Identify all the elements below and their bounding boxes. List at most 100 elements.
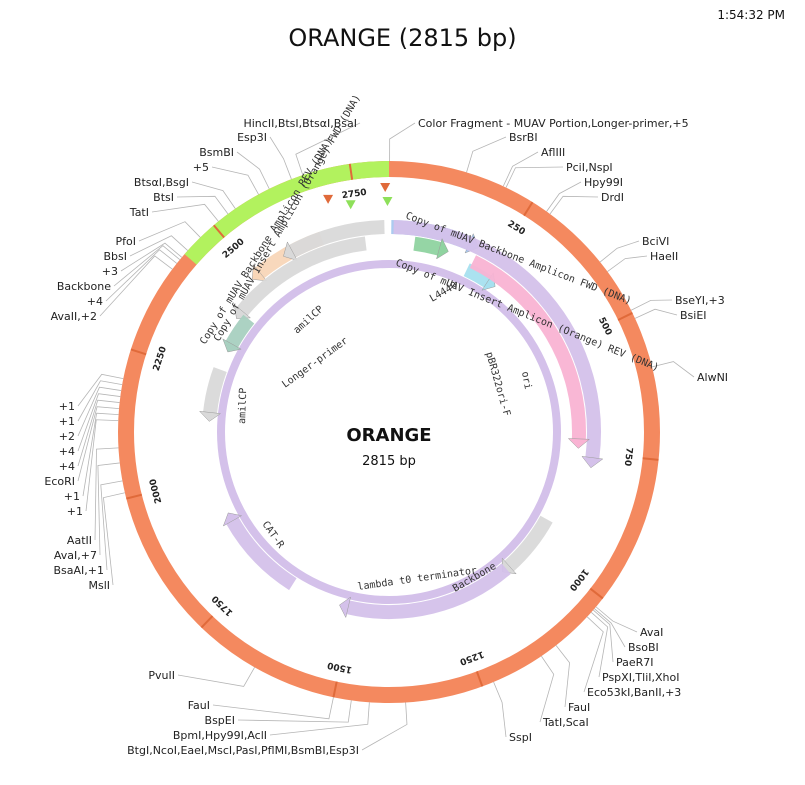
site-label-btsai-bsgi[interactable]: BtsαI,BsgI xyxy=(134,176,189,189)
site-label-drdi[interactable]: DrdI xyxy=(601,191,624,204)
feature-arrowhead-12 xyxy=(222,512,243,527)
site-label-plus1-d[interactable]: +1 xyxy=(59,400,75,413)
feature-2[interactable] xyxy=(236,236,367,316)
site-label-hincii[interactable]: HincII,BtsI,BtsαI,BsaI xyxy=(243,117,357,130)
site-label-bcivi[interactable]: BciVI xyxy=(642,235,669,248)
site-label-bbsi[interactable]: BbsI xyxy=(103,250,127,263)
leader-line xyxy=(99,255,173,317)
site-label-faui[interactable]: FauI xyxy=(568,701,590,714)
site-label-bpmi[interactable]: BpmI,Hpy99I,AclI xyxy=(173,729,267,742)
feature-7[interactable] xyxy=(413,236,442,256)
site-label-pfoi[interactable]: PfoI xyxy=(116,235,136,248)
site-label-tati[interactable]: TatI xyxy=(129,206,149,219)
marker-insert-rev[interactable] xyxy=(382,197,393,207)
leader-line xyxy=(77,393,121,452)
leader-line xyxy=(599,240,640,263)
site-label-plus3[interactable]: +3 xyxy=(102,265,118,278)
site-label-esp3i[interactable]: Esp3I xyxy=(237,131,267,144)
site-label-plus4-c[interactable]: +4 xyxy=(87,295,103,308)
feature-6[interactable] xyxy=(393,220,601,459)
leader-line xyxy=(129,235,189,257)
site-label-avai-7[interactable]: AvaI,+7 xyxy=(54,549,97,562)
site-label-avai[interactable]: AvaI xyxy=(640,626,663,639)
site-label-bsaai[interactable]: BsaAI,+1 xyxy=(54,564,105,577)
site-label-avaii[interactable]: AvaII,+2 xyxy=(51,310,97,323)
site-label-plus2[interactable]: +2 xyxy=(59,430,75,443)
leader-line xyxy=(493,681,507,738)
leader-line xyxy=(97,462,120,556)
site-label-bseyi[interactable]: BseYI,+3 xyxy=(675,294,725,307)
site-label-plus1-a[interactable]: +1 xyxy=(67,505,83,518)
site-label-msli[interactable]: MslI xyxy=(88,579,110,592)
label-ori: ori xyxy=(519,371,533,391)
feature-arrowhead-9 xyxy=(567,438,591,449)
site-label-plus1-c[interactable]: +1 xyxy=(59,415,75,428)
ruler-tick-2000 xyxy=(126,493,143,500)
ruler-tick-2750 xyxy=(348,163,354,180)
site-label-bsmbi[interactable]: BsmBI xyxy=(199,146,234,159)
feature-10[interactable] xyxy=(504,515,553,572)
leader-line xyxy=(120,242,183,272)
leader-line xyxy=(237,700,352,723)
feature-arrows[interactable] xyxy=(198,183,604,619)
leader-line xyxy=(212,697,334,720)
marker-backbone-rev[interactable] xyxy=(323,194,334,204)
site-label-plus4-a[interactable]: +4 xyxy=(59,460,75,473)
site-label-btsi[interactable]: BtsI xyxy=(153,191,174,204)
leader-line xyxy=(176,195,229,215)
leader-line xyxy=(211,166,259,195)
site-label-ecori[interactable]: EcoRI xyxy=(44,475,75,488)
site-label-faui-2[interactable]: FauI xyxy=(188,699,210,712)
leader-line xyxy=(103,492,125,586)
site-label-pcii[interactable]: PciI,NspI xyxy=(566,161,613,174)
site-label-bsobi[interactable]: BsoBI xyxy=(628,641,659,654)
leader-line xyxy=(269,136,292,180)
page-title: ORANGE (2815 bp) xyxy=(288,24,517,52)
ruler-tick-2500 xyxy=(213,224,225,239)
site-label-bsiei[interactable]: BsiEI xyxy=(680,309,707,322)
leader-line xyxy=(77,386,122,437)
leader-line xyxy=(269,702,370,736)
feature-11[interactable] xyxy=(346,563,511,619)
site-label-sspi[interactable]: SspI xyxy=(509,731,532,744)
feature-3[interactable] xyxy=(203,367,227,414)
site-label-color-fragment[interactable]: Color Fragment - MUAV Portion,Longer-pri… xyxy=(418,117,689,130)
marker-backbone-fwd[interactable] xyxy=(380,183,391,193)
site-label-haeii[interactable]: HaeII xyxy=(650,250,678,263)
ruler-label-750: 750 xyxy=(622,447,634,467)
ruler-label-2750: 2750 xyxy=(341,188,367,202)
ring-segment-insert[interactable] xyxy=(184,161,390,265)
site-label-bsrbi[interactable]: BsrBI xyxy=(509,131,538,144)
site-label-tati-scai[interactable]: TatI,ScaI xyxy=(542,716,589,729)
site-label-alwni[interactable]: AlwNI xyxy=(697,371,728,384)
site-label-paer7i[interactable]: PaeR7I xyxy=(616,656,654,669)
leader-line xyxy=(502,151,539,187)
feature-9[interactable] xyxy=(469,255,586,440)
site-label-plus5[interactable]: +5 xyxy=(193,161,209,174)
ruler-tick-1250 xyxy=(475,671,484,687)
feature-1[interactable] xyxy=(289,220,385,258)
site-label-plus1-b[interactable]: +1 xyxy=(64,490,80,503)
backbone-ring xyxy=(118,161,660,703)
site-label-plus4-b[interactable]: +4 xyxy=(59,445,75,458)
clock: 1:54:32 PM xyxy=(717,8,785,22)
feature-12[interactable] xyxy=(226,517,297,591)
site-label-hpy99i[interactable]: Hpy99I xyxy=(584,176,623,189)
marker-insert-fwd[interactable] xyxy=(345,200,356,210)
site-label-backbone[interactable]: Backbone xyxy=(57,280,111,293)
leader-line xyxy=(295,122,361,176)
site-label-eco53ki[interactable]: Eco53kI,BanII,+3 xyxy=(587,686,681,699)
leader-line xyxy=(634,308,678,319)
site-label-aatii[interactable]: AatII xyxy=(67,534,92,547)
leader-line xyxy=(583,616,604,693)
leader-line xyxy=(191,181,236,209)
site-label-btgi[interactable]: BtgI,NcoI,EaeI,MscI,PasI,PflMI,BsmBI,Esp… xyxy=(127,744,359,757)
site-label-pvuii[interactable]: PvuII xyxy=(148,669,175,682)
site-label-bspei[interactable]: BspEI xyxy=(205,714,235,727)
feature-arrowhead-1 xyxy=(283,241,298,261)
ruler-label-2000: 2000 xyxy=(148,478,164,505)
site-label-pspxi[interactable]: PspXI,TliI,XhoI xyxy=(602,671,679,684)
site-label-afliii[interactable]: AflIII xyxy=(541,146,565,159)
restriction-site-labels[interactable]: Color Fragment - MUAV Portion,Longer-pri… xyxy=(44,117,728,757)
